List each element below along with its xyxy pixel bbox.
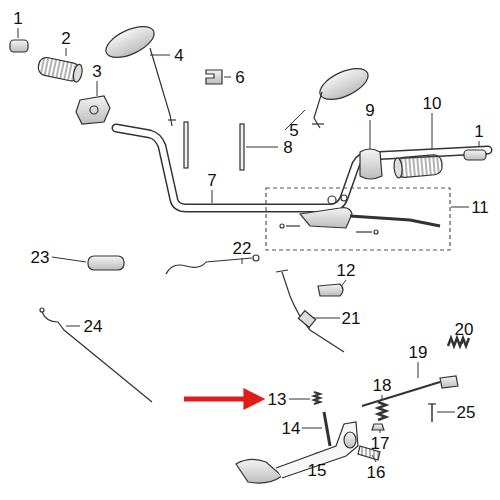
callout-number: 4 [174,47,183,64]
callout-number: 23 [31,249,50,266]
callout-number: 18 [373,377,392,394]
callout-number: 13 [268,391,287,408]
callout-number: 1 [474,123,483,140]
callout-number: 14 [282,420,301,437]
callout-number: 16 [367,464,386,481]
callout-number: 8 [283,139,292,156]
callout-number: 12 [337,262,356,279]
callout-number: 24 [84,318,103,335]
callout-number: 19 [409,344,428,361]
callout-number: 20 [455,321,474,338]
callout-number: 17 [371,435,390,452]
callout-number: 1 [13,10,22,27]
callout-number: 15 [308,462,327,479]
callout-number: 11 [471,199,489,216]
callout-number: 5 [289,122,298,139]
callout-number: 10 [423,95,442,112]
callout-number: 6 [235,69,244,86]
callout-number: 9 [365,102,374,119]
callout-number: 21 [342,310,361,327]
callout-number: 7 [207,172,216,189]
callout-number: 2 [61,30,70,47]
callout-number: 22 [233,240,252,257]
callout-number: 25 [457,404,476,421]
callout-number: 3 [92,63,101,80]
